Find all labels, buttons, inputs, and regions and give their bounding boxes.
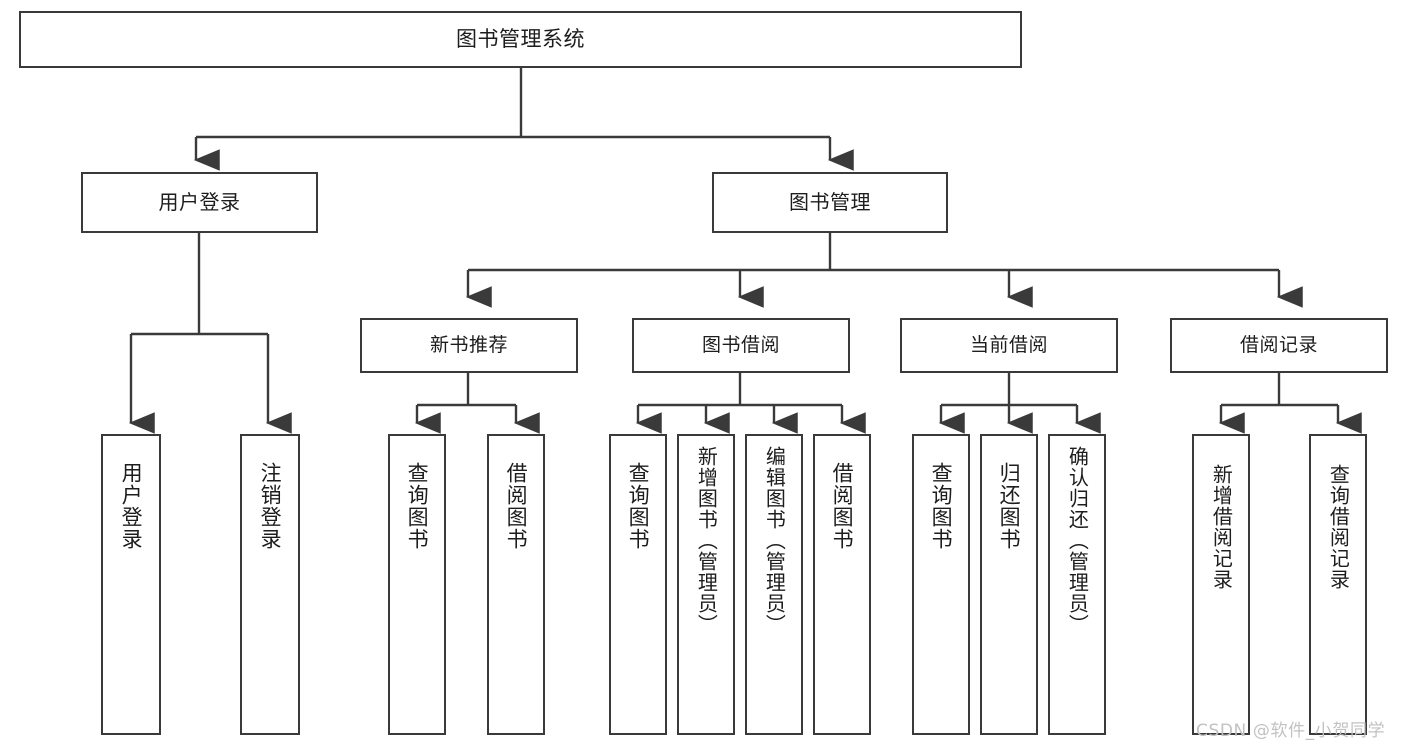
leaf-current-borrow-confirm-label: 确认归还（管理员） <box>1065 446 1090 635</box>
leaf-new-book-borrow[interactable]: 借阅图书 <box>487 434 545 735</box>
leaf-user-login-login-label: 用户登录 <box>119 462 144 550</box>
leaf-book-borrow-borrow[interactable]: 借阅图书 <box>813 434 871 735</box>
leaf-borrow-record-add[interactable]: 新增借阅记录 <box>1192 434 1250 735</box>
node-root-label: 图书管理系统 <box>456 27 585 52</box>
leaf-current-borrow-query[interactable]: 查询图书 <box>912 434 970 735</box>
leaf-borrow-record-query-label: 查询借阅记录 <box>1326 464 1351 590</box>
leaf-new-book-query-label: 查询图书 <box>405 462 430 550</box>
leaf-user-login-logout-label: 注销登录 <box>258 462 283 550</box>
node-book-manage-label: 图书管理 <box>789 189 871 214</box>
leaf-user-login-login[interactable]: 用户登录 <box>101 434 161 735</box>
leaf-book-borrow-add-label: 新增图书（管理员） <box>694 446 719 635</box>
node-book-borrow[interactable]: 图书借阅 <box>632 318 850 373</box>
leaf-new-book-borrow-label: 借阅图书 <box>504 462 529 550</box>
leaf-current-borrow-confirm[interactable]: 确认归还（管理员） <box>1048 434 1106 735</box>
leaf-current-borrow-return-label: 归还图书 <box>997 462 1022 550</box>
node-new-book[interactable]: 新书推荐 <box>360 318 578 373</box>
leaf-current-borrow-query-label: 查询图书 <box>929 462 954 550</box>
node-user-login-label: 用户登录 <box>158 189 241 214</box>
node-current-borrow-label: 当前借阅 <box>969 334 1048 357</box>
node-book-manage[interactable]: 图书管理 <box>712 172 948 233</box>
node-user-login[interactable]: 用户登录 <box>81 172 318 233</box>
leaf-book-borrow-query[interactable]: 查询图书 <box>609 434 667 735</box>
leaf-borrow-record-query[interactable]: 查询借阅记录 <box>1309 434 1367 735</box>
node-current-borrow[interactable]: 当前借阅 <box>900 318 1118 373</box>
leaf-borrow-record-add-label: 新增借阅记录 <box>1209 464 1234 590</box>
csdn-watermark: CSDN @软件_小贺同学 <box>1196 721 1386 741</box>
leaf-current-borrow-return[interactable]: 归还图书 <box>980 434 1038 735</box>
leaf-book-borrow-query-label: 查询图书 <box>626 462 651 550</box>
node-borrow-record[interactable]: 借阅记录 <box>1170 318 1388 373</box>
leaf-book-borrow-edit[interactable]: 编辑图书（管理员） <box>745 434 803 735</box>
leaf-book-borrow-edit-label: 编辑图书（管理员） <box>762 446 787 635</box>
leaf-book-borrow-add[interactable]: 新增图书（管理员） <box>677 434 735 735</box>
node-root[interactable]: 图书管理系统 <box>19 11 1022 68</box>
leaf-book-borrow-borrow-label: 借阅图书 <box>830 462 855 550</box>
node-new-book-label: 新书推荐 <box>429 334 508 357</box>
node-borrow-record-label: 借阅记录 <box>1239 334 1318 357</box>
leaf-new-book-query[interactable]: 查询图书 <box>388 434 446 735</box>
node-book-borrow-label: 图书借阅 <box>701 334 780 357</box>
leaf-user-login-logout[interactable]: 注销登录 <box>240 434 300 735</box>
